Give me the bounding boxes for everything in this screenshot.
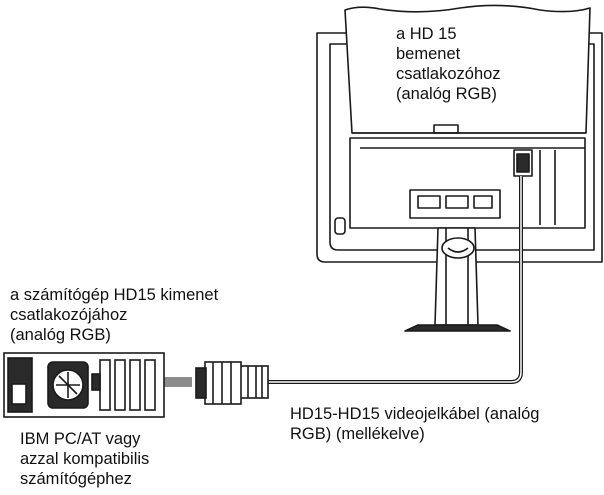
computer-tower-icon <box>3 352 165 418</box>
pc-output-label: a számítógép HD15 kimenet csatlakozójáho… <box>10 286 219 344</box>
monitor-rear-icon <box>316 4 603 332</box>
cable-label: HD15-HD15 videojelkábel (analóg RGB) (me… <box>290 405 540 443</box>
pc-label: IBM PC/AT vagy azzal kompatibilis számít… <box>20 430 150 488</box>
vga-cable-icon <box>195 176 523 405</box>
monitor-input-label: a HD 15 bemenet csatlakozóhoz (analóg RG… <box>396 25 501 103</box>
